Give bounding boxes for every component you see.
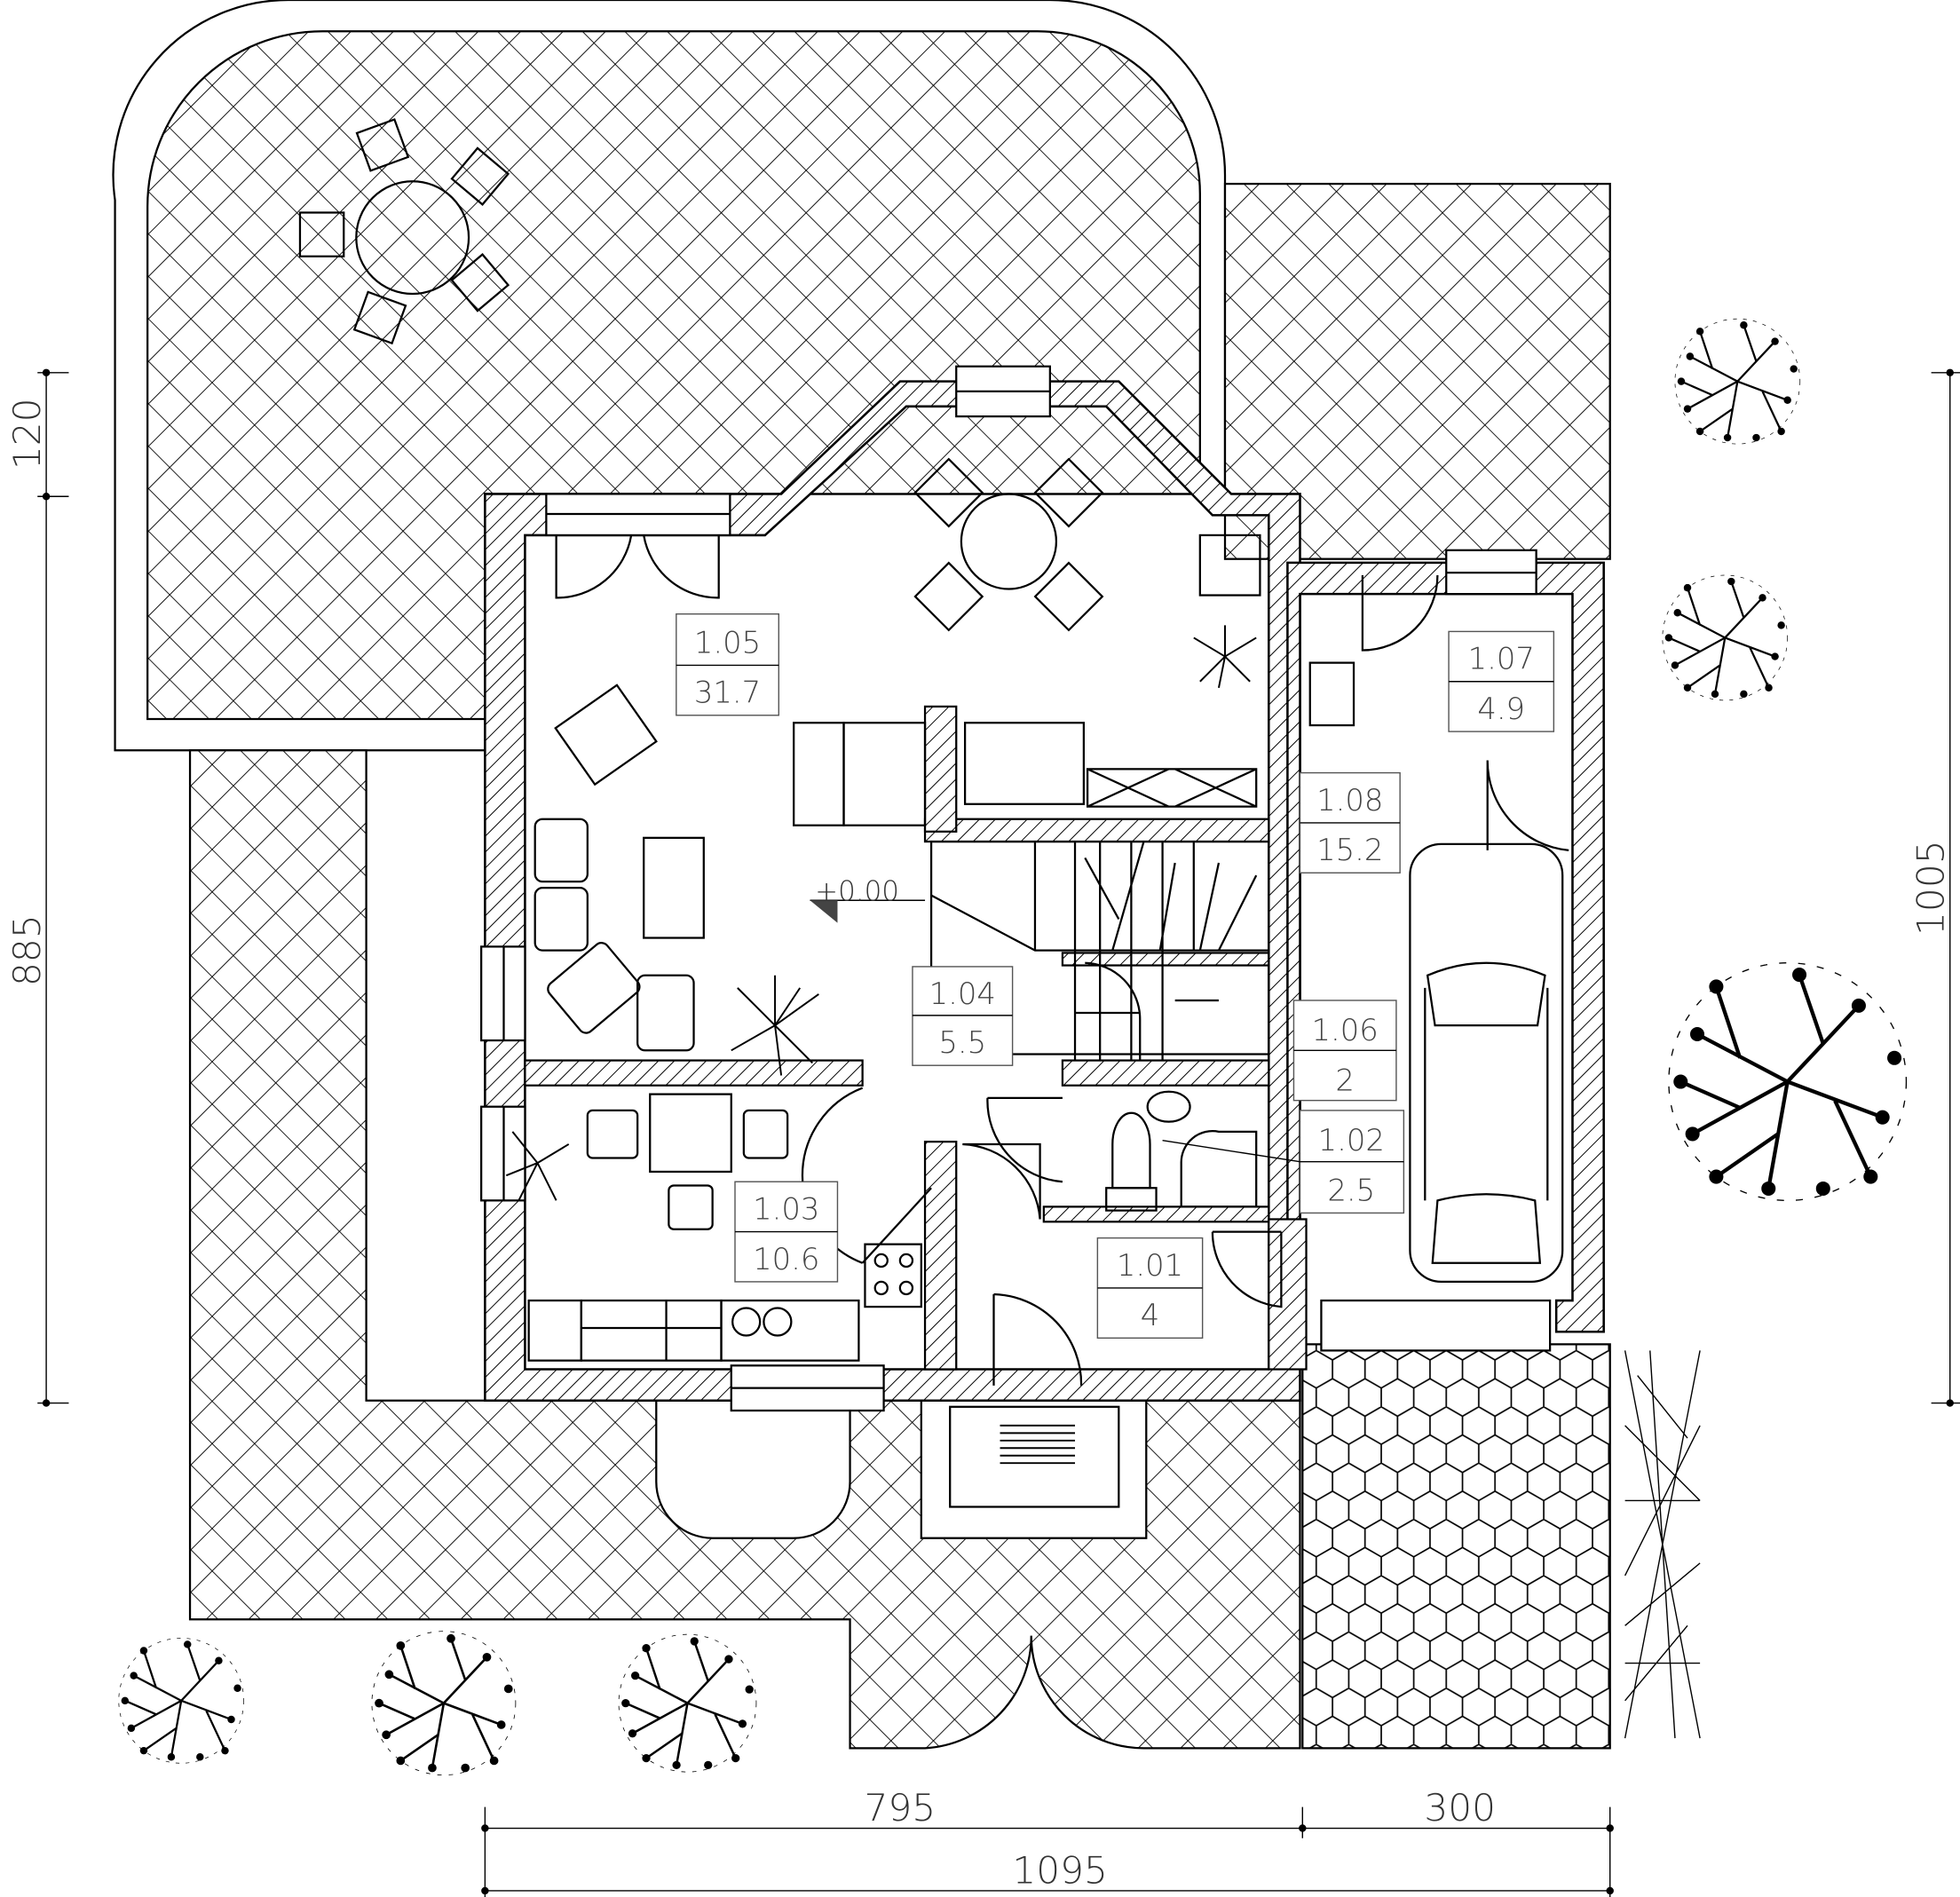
doormat xyxy=(1000,1424,1076,1465)
elevation-text: +0.00 xyxy=(815,875,899,907)
hedge xyxy=(1624,1350,1701,1739)
room-number: 1.08 xyxy=(1316,783,1383,818)
room-number: 1.07 xyxy=(1468,642,1535,676)
room-label-1.02: 1.02 2.5 xyxy=(1162,1110,1405,1214)
entrance-porch xyxy=(920,1399,1148,1539)
plants xyxy=(505,625,1257,1201)
room-label-1.03: 1.03 10.6 xyxy=(734,1181,839,1283)
room-number: 1.04 xyxy=(929,976,996,1011)
dimension-ticks xyxy=(42,368,1954,1895)
dim-right: 1005 xyxy=(1909,840,1953,936)
room-label-1.01: 1.01 4 xyxy=(1096,1237,1204,1340)
interior-walls xyxy=(524,705,1308,1371)
room-number: 1.05 xyxy=(694,625,761,660)
dim-bottom-total: 1095 xyxy=(1012,1848,1108,1892)
dim-left-top: 120 xyxy=(5,398,49,470)
room-label-1.07: 1.07 4.9 xyxy=(1448,630,1555,732)
room-number: 1.06 xyxy=(1312,1013,1379,1047)
room-area: 4.9 xyxy=(1477,692,1525,726)
room-area: 5.5 xyxy=(938,1025,986,1060)
furniture xyxy=(298,118,1355,1362)
room-area: 15.2 xyxy=(1316,833,1383,867)
room-number: 1.03 xyxy=(753,1191,819,1226)
room-label-1.08: 1.08 15.2 xyxy=(1299,771,1401,873)
room-area: 10.6 xyxy=(753,1242,819,1277)
entrance-step xyxy=(655,1399,851,1539)
room-area: 4 xyxy=(1141,1298,1160,1332)
dimension-lines xyxy=(37,372,1960,1897)
garage-walls xyxy=(1286,561,1605,1333)
room-area: 31.7 xyxy=(694,676,761,710)
room-number: 1.01 xyxy=(1117,1248,1183,1283)
staircase xyxy=(929,840,1270,1061)
room-area: 2.5 xyxy=(1327,1173,1375,1207)
dim-left-main: 885 xyxy=(5,914,49,986)
room-label-1.04: 1.04 5.5 xyxy=(912,966,1014,1066)
car xyxy=(1409,842,1564,1284)
room-area: 2 xyxy=(1335,1063,1355,1097)
room-label-1.05: 1.05 31.7 xyxy=(676,613,779,716)
windows[interactable] xyxy=(480,365,1552,1412)
room-label-1.06: 1.06 2 xyxy=(1292,1000,1397,1102)
rear-terrace xyxy=(112,0,1227,752)
dim-bottom-house: 795 xyxy=(865,1786,937,1830)
room-number: 1.02 xyxy=(1318,1123,1385,1158)
dim-bottom-garage: 300 xyxy=(1424,1786,1496,1830)
driveway-paving xyxy=(1301,1343,1611,1750)
elevation-marker: +0.00 xyxy=(810,875,926,923)
